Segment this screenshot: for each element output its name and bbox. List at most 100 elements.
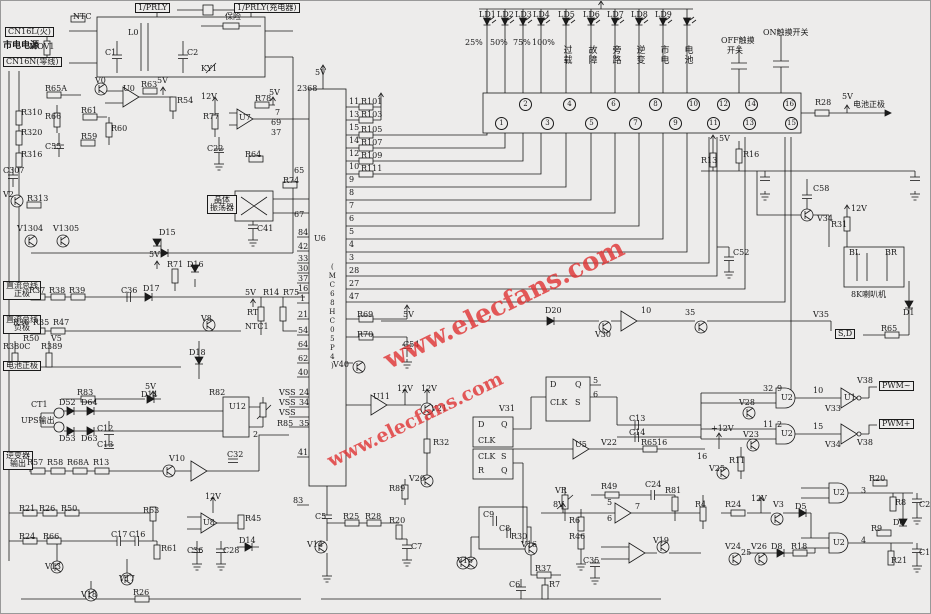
component-label: C24 xyxy=(645,480,662,489)
pin-number: 64 xyxy=(298,340,309,349)
component-label: V13 xyxy=(45,562,61,571)
speaker-box xyxy=(843,246,905,288)
pin-number: 16 xyxy=(298,284,309,293)
component-label: 8V xyxy=(553,500,564,509)
pin-number: 16 xyxy=(697,452,708,461)
component-label: C35 xyxy=(583,556,600,565)
component-label: V2 xyxy=(3,190,14,199)
component-label: C41 xyxy=(257,224,274,233)
flipflop-1 xyxy=(472,416,514,448)
component-label: RT xyxy=(247,308,259,317)
pin-number: 27 xyxy=(349,279,360,288)
component-label: BR xyxy=(885,248,897,257)
component-label: V14 xyxy=(307,540,323,549)
component-label: R389 xyxy=(41,342,63,351)
component-label: R38 xyxy=(49,286,66,295)
connector-pin: 3 xyxy=(541,117,554,130)
component-label: R310 xyxy=(21,108,43,117)
pin-number: 16 xyxy=(657,438,668,447)
component-label: R70 xyxy=(357,330,374,339)
pwm-minus-label: PWM~ xyxy=(879,381,914,392)
component-label: R9 xyxy=(871,524,883,533)
component-label: V10 xyxy=(169,454,185,463)
component-label: R83 xyxy=(77,388,94,397)
component-label: D15 xyxy=(159,228,176,237)
ups-output-label: UPS输出 xyxy=(21,416,55,425)
flipflop-3 xyxy=(545,376,591,422)
component-label: VSS xyxy=(279,408,296,417)
component-label: R66 xyxy=(43,532,60,541)
component-label: R82 xyxy=(209,388,226,397)
pin-number: 35 xyxy=(299,419,310,428)
component-label: V38 xyxy=(857,376,873,385)
component-label: R111 xyxy=(361,164,383,173)
component-label: C58 xyxy=(813,184,830,193)
pin-number: 62 xyxy=(298,354,309,363)
component-label: R71 xyxy=(167,260,184,269)
component-label: D14 xyxy=(239,536,256,545)
component-label: C14 xyxy=(629,428,646,437)
dc-bus-positive-label: 直流总线 正极 xyxy=(3,281,41,300)
component-label: R8 xyxy=(895,498,907,507)
led-ref: LD1 xyxy=(479,10,496,19)
component-label: R24 xyxy=(19,532,36,541)
component-label: CLK xyxy=(550,398,568,407)
component-label: R24 xyxy=(725,500,742,509)
relay-box xyxy=(96,16,266,78)
component-label: V0 xyxy=(95,76,106,85)
component-label: C12 xyxy=(97,424,114,433)
load-percent-label: 75% xyxy=(513,38,531,47)
wires xyxy=(7,1,923,603)
component-label: V18 xyxy=(81,590,97,599)
fuse-label: 保险 xyxy=(225,12,241,21)
component-label: BL xyxy=(849,248,861,257)
component-label: V21 xyxy=(431,404,447,413)
component-label: R107 xyxy=(361,138,383,147)
component-label: R77 xyxy=(203,112,220,121)
component-label: R45 xyxy=(245,514,262,523)
component-label: Q xyxy=(575,380,582,389)
component-label: R35 xyxy=(33,318,50,327)
pin-number: 15 xyxy=(349,123,360,132)
mains-power-label: 市电电源 xyxy=(3,41,40,51)
connector-pin: 11 xyxy=(707,117,720,130)
component-label: V30 xyxy=(595,330,611,339)
component-label: V26 xyxy=(751,542,767,551)
component-label: C1 xyxy=(105,48,117,57)
status-label: 旁路 xyxy=(610,45,621,65)
component-label: R21 xyxy=(891,556,908,565)
pin-number: 15 xyxy=(813,422,824,431)
component-label: U12 xyxy=(229,402,246,411)
component-label: 12V xyxy=(397,384,413,393)
component-label: V17 xyxy=(119,574,135,583)
led-ref: LD8 xyxy=(631,10,648,19)
component-label: R49 xyxy=(601,482,618,491)
component-label: C13 xyxy=(629,414,646,423)
pin-number: 42 xyxy=(298,242,309,251)
component-label: R28 xyxy=(365,512,382,521)
pin-number: 13 xyxy=(349,110,360,119)
pin-number: 40 xyxy=(298,368,309,377)
pin-number: 10 xyxy=(813,386,824,395)
pin-number: 54 xyxy=(298,326,309,335)
pin-number: 9 xyxy=(349,175,355,184)
component-label: R57 xyxy=(27,458,44,467)
component-label: D53 xyxy=(59,434,76,443)
component-label: KY1 xyxy=(201,64,218,73)
component-label: R105 xyxy=(361,125,383,134)
component-label: C36 xyxy=(187,546,204,555)
component-label: NTC xyxy=(73,12,92,21)
pin-number: 4 xyxy=(349,240,355,249)
component-label: R64 xyxy=(245,150,262,159)
component-label: D20 xyxy=(545,306,562,315)
component-label: R75 xyxy=(283,288,300,297)
pin-number: 34 xyxy=(299,398,310,407)
component-label: V31 xyxy=(499,404,515,413)
component-label: 5V xyxy=(719,134,730,143)
pin-number: 25 xyxy=(741,548,752,557)
pwm-plus-label: PWM+ xyxy=(879,419,914,430)
component-label: D5 xyxy=(795,502,807,511)
pin-number: 1 xyxy=(300,294,306,303)
component-label: R4 xyxy=(695,500,707,509)
component-label: D14 xyxy=(141,390,158,399)
